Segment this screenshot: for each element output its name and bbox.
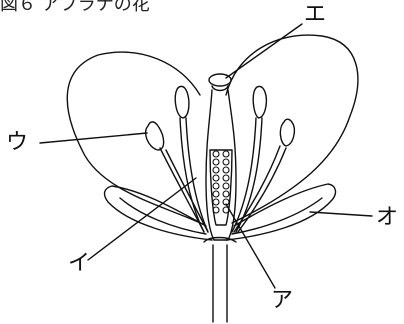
petal-left — [67, 52, 200, 222]
stigma — [209, 74, 231, 86]
leader-o — [310, 212, 372, 216]
leader-u — [40, 133, 147, 143]
stamen-left-inner — [175, 86, 208, 232]
stem — [213, 245, 227, 322]
label-e: エ — [304, 4, 326, 26]
label-u: ウ — [6, 132, 28, 154]
label-o: オ — [376, 207, 398, 229]
stamen-left-outer — [146, 122, 208, 232]
label-i: イ — [68, 253, 90, 275]
leader-i — [88, 178, 196, 260]
stamen-right-outer — [234, 119, 294, 232]
leader-e — [226, 24, 302, 78]
label-a: ア — [271, 290, 293, 312]
